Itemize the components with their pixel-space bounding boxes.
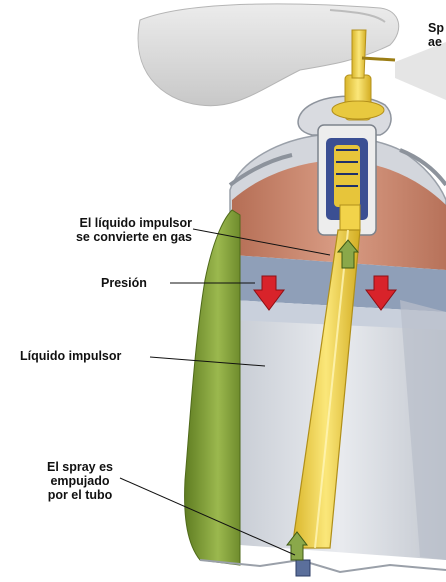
pushed-line3: por el tubo: [34, 488, 126, 502]
spray-label: Sp ae: [428, 21, 444, 49]
tube-bottom-end: [296, 560, 310, 576]
propellant-liquid-label: Líquido impulsor: [20, 349, 121, 363]
pressure-label: Presión: [101, 276, 147, 290]
pushed-by-tube-label: El spray es empujado por el tubo: [34, 460, 126, 502]
spray-mist: [395, 42, 446, 100]
liquid-to-gas-line1: El líquido impulsor: [74, 216, 192, 230]
pushed-line1: El spray es: [34, 460, 126, 474]
liquid-to-gas-label: El líquido impulsor se convierte en gas: [74, 216, 192, 244]
spray-label-line1: Sp: [428, 21, 444, 35]
pushed-line2: empujado: [34, 474, 126, 488]
liquid-to-gas-line2: se convierte en gas: [74, 230, 192, 244]
spray-label-line2: ae: [428, 35, 444, 49]
